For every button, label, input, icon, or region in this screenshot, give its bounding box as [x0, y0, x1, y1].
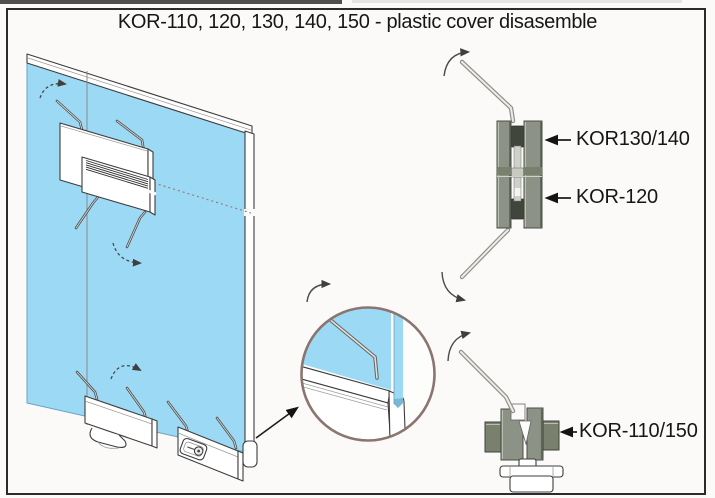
center-connector: [510, 167, 526, 178]
wire-lever-left: [75, 370, 99, 401]
clamp-block-lower: [511, 198, 524, 220]
detail-clip-line2: [301, 379, 388, 411]
detail-clip-line1: [301, 375, 389, 408]
edge-strip-break: [244, 209, 255, 216]
wire-lever-right: [215, 416, 238, 450]
lock-key-slot: [187, 446, 196, 451]
hinge-upper-plate-innerline: [60, 125, 148, 152]
scan-artifact-streak-2: [352, 0, 682, 3]
clamp-assembly-bottom: [447, 330, 564, 493]
center-rod-notch: [514, 188, 521, 196]
alignment-dashed-line: [153, 182, 252, 214]
detail-panel-edge-strip: [394, 307, 403, 408]
release-lever-bottom: [459, 227, 511, 280]
detail-panel-edge-shade: [394, 398, 403, 408]
clip-innerline: [84, 400, 153, 425]
detail-circle: [300, 279, 436, 442]
label-kor110-150: KOR-110/150: [579, 420, 698, 442]
lever-notch: [510, 403, 526, 421]
wire-lever-bottom-right: [125, 210, 147, 249]
panel-right-edge-strip: [244, 130, 255, 460]
detail-circle-content: [301, 307, 406, 441]
panel-top-edge-innerline: [27, 57, 252, 131]
center-rod-upper: [513, 145, 522, 170]
rotation-arrow-bottom: [110, 363, 142, 380]
rail-mid-band-left: [497, 167, 511, 175]
rotation-arrow-top: [39, 79, 67, 99]
lock-keyhole-pin: [197, 449, 201, 453]
clip-latch-foot: [89, 427, 127, 448]
clip-innerline: [177, 432, 239, 458]
label-arrows: [544, 134, 577, 438]
center-wedge: [518, 420, 532, 446]
clip-latch-foot-curve: [97, 441, 120, 449]
label-kor120: KOR-120: [576, 186, 658, 208]
clamp-block-right: [526, 407, 544, 461]
cover-panel-illustration: [26, 53, 299, 482]
rotation-arrow-bottom: [441, 271, 467, 303]
side-flange-right: [542, 420, 560, 451]
bushing-cylinder: [509, 475, 554, 493]
scan-artifact-streak: [0, 0, 342, 4]
detail-wire-lever: [320, 311, 379, 380]
release-lever: [458, 349, 516, 414]
clip-end-cap: [151, 418, 158, 449]
hinge-lower-plate-cap: [149, 176, 156, 216]
diagram-title: KOR-110, 120, 130, 140, 150 - plastic co…: [117, 11, 598, 33]
rotation-arrow: [447, 330, 472, 362]
clamp-assembly-top: [441, 48, 543, 303]
clamp-block-upper: [511, 125, 524, 148]
side-flange-left: [484, 421, 502, 453]
bushing-washer: [499, 465, 564, 478]
rotation-arrow-middle: [112, 242, 142, 267]
wire-lever-bottom-left: [74, 195, 100, 230]
panel-corner-cap: [242, 440, 258, 468]
lock-clip: [166, 400, 244, 482]
diagram-border: [6, 8, 706, 495]
release-lever-top: [459, 59, 516, 124]
hinge-slot-hatch: [85, 160, 149, 189]
clip-end-cap: [237, 450, 244, 482]
rotation-arrow-detail: [306, 279, 332, 303]
label-kor130-140: KOR130/140: [576, 128, 690, 150]
rail-mid-band-right: [524, 167, 542, 175]
bottom-left-clip: [75, 370, 158, 449]
lock-cylinder: [179, 437, 208, 461]
hinge-clip-assembly: [55, 99, 157, 249]
pointer-arrow-to-detail: [255, 406, 299, 439]
rotation-arrow-top: [443, 48, 471, 77]
detail-circle-ring: [300, 306, 436, 442]
hinge-cap-gap: [147, 189, 157, 196]
